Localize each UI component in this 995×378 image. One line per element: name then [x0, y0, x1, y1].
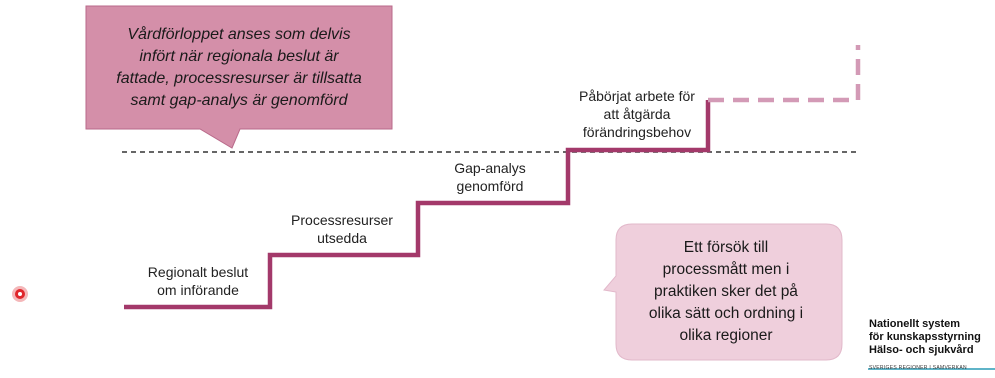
logo-line: för kunskapsstyrning	[869, 331, 981, 343]
logo-tagline: SVERIGES REGIONER I SAMVERKAN	[869, 365, 967, 371]
callout-top: Vårdförloppet anses som delvis infört nä…	[86, 6, 392, 129]
organization-logo: Nationellt system för kunskapsstyrning H…	[869, 318, 995, 371]
step-label-regional-decision: Regionalt beslut om införande	[128, 263, 268, 299]
step-label-line: Gap-analys	[454, 160, 526, 176]
step-label-gap-analysis: Gap-analys genomförd	[420, 159, 560, 195]
callout-top-line: infört när regionala beslut är	[139, 47, 339, 65]
step-label-line: Påbörjat arbete för	[579, 88, 695, 104]
step-label-line: att åtgärda	[603, 106, 671, 122]
callout-top-shape	[85, 5, 393, 149]
callout-top-line: Vårdförloppet anses som delvis	[127, 25, 351, 43]
callout-top-line: fattade, processresurser är tillsatta	[116, 69, 362, 87]
step-label-change-work: Påbörjat arbete för att åtgärda förändri…	[566, 87, 708, 141]
staircase-line	[124, 100, 711, 310]
step-label-line: om införande	[157, 282, 239, 298]
callout-bottom-line: olika regioner	[679, 327, 773, 344]
callout-bottom-line: Ett försök till	[683, 239, 769, 256]
pointer-dot-center	[18, 292, 22, 296]
staircase-future-line	[708, 45, 861, 103]
callout-bottom-line: praktiken sker det på	[654, 283, 798, 300]
step-label-line: utsedda	[317, 230, 367, 246]
callout-bottom-line: olika sätt och ordning i	[648, 305, 804, 322]
step-label-process-resources: Processresurser utsedda	[272, 211, 412, 247]
step-label-line: Regionalt beslut	[147, 264, 249, 280]
step-label-line: förändringsbehov	[582, 124, 692, 140]
step-label-line: genomförd	[456, 178, 524, 194]
callout-top-line: samt gap-analys är genomförd	[130, 91, 348, 109]
step-label-line: Processresurser	[291, 212, 393, 228]
logo-line: Hälso- och sjukvård	[869, 344, 974, 356]
logo-line: Nationellt system	[869, 318, 961, 330]
callout-bottom: Ett försök till processmått men i prakti…	[610, 224, 842, 360]
callout-bottom-shape	[603, 223, 843, 361]
callout-bottom-line: processmått men i	[662, 261, 790, 278]
